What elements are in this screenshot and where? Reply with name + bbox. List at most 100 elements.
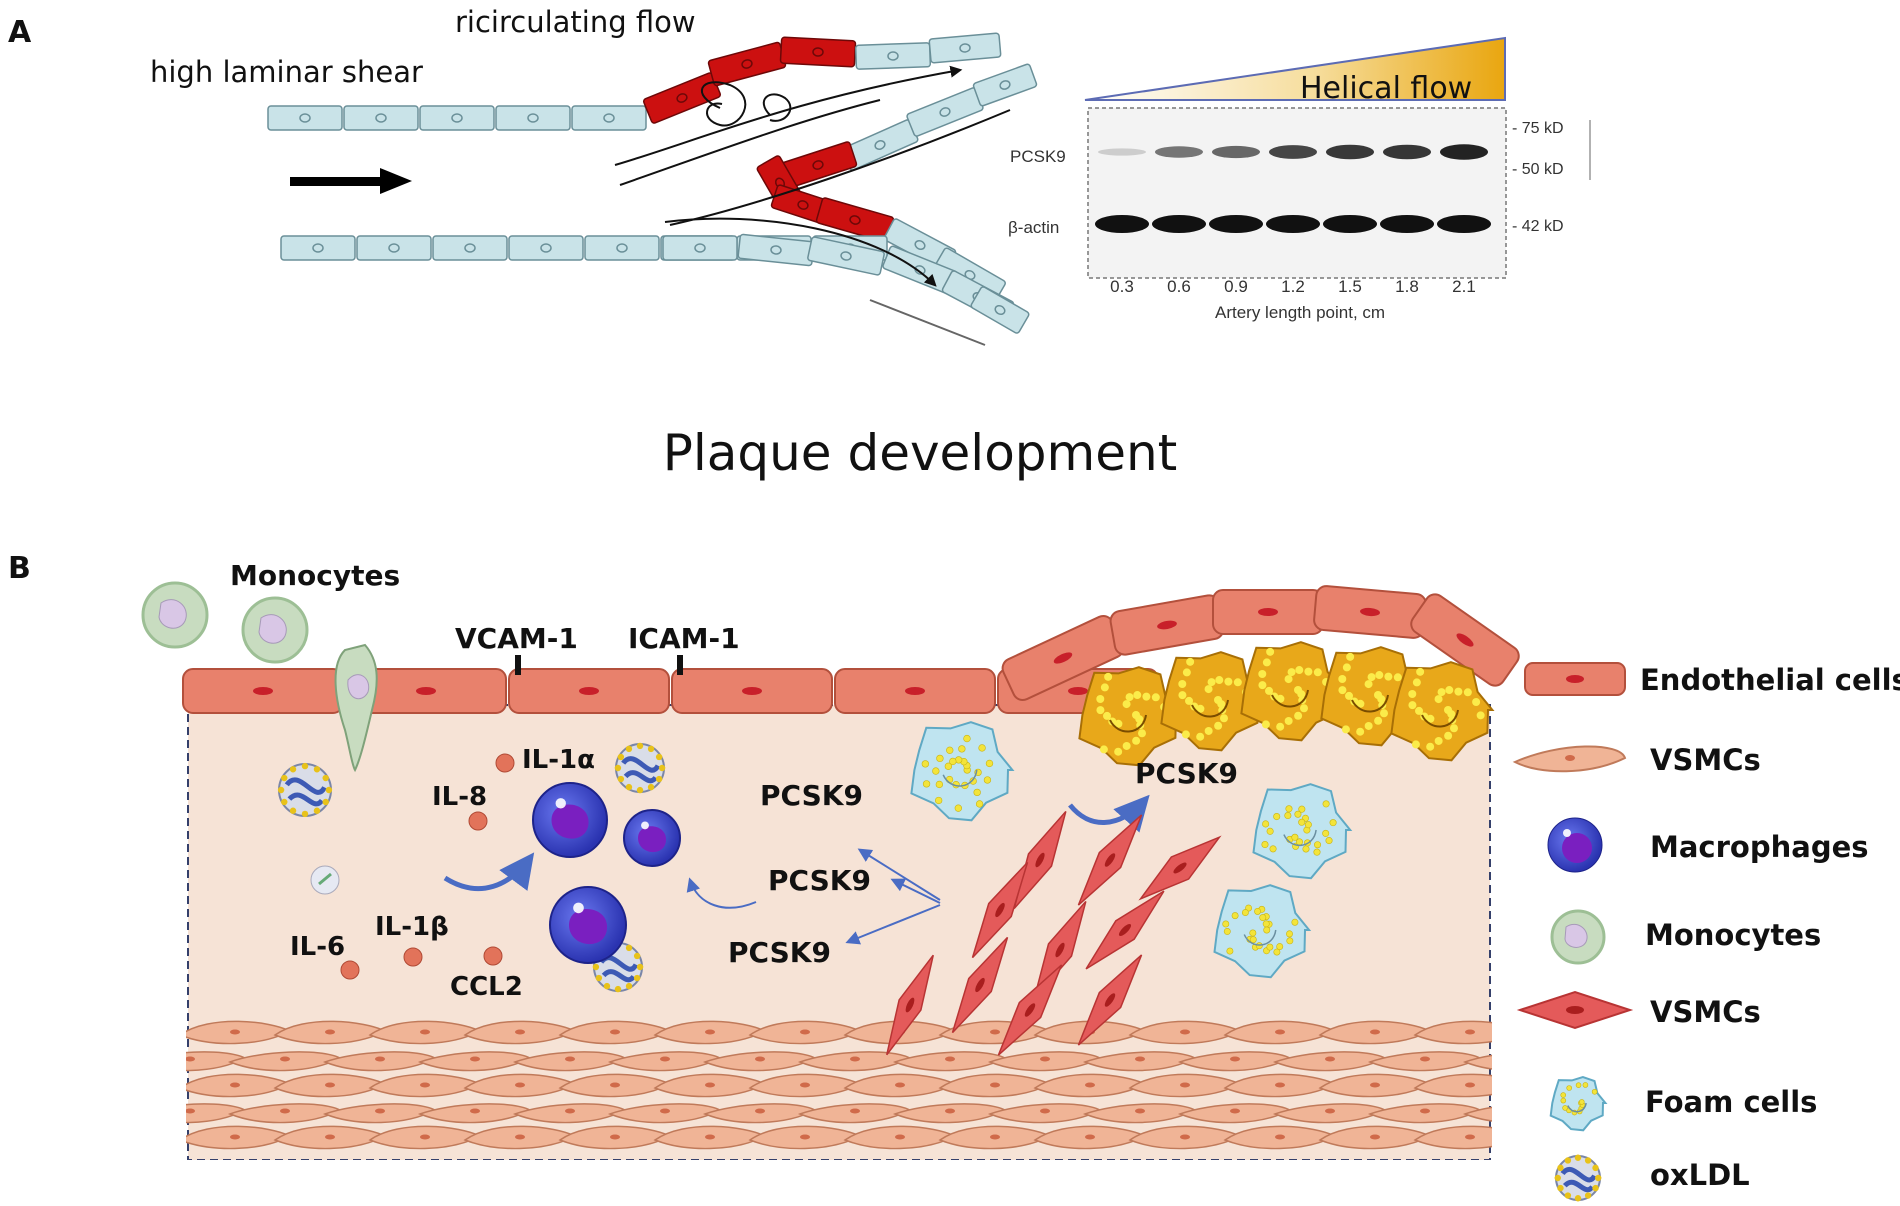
legend-monocytes-label: Monocytes xyxy=(1645,918,1821,952)
transmigrating-monocyte-icon xyxy=(334,643,378,773)
panel-a-letter: A xyxy=(8,15,32,50)
endothelial-cell xyxy=(834,668,996,714)
icam-label: ICAM-1 xyxy=(628,622,740,655)
pcsk9-band xyxy=(1098,148,1146,156)
foam-cell-icon xyxy=(1549,1076,1608,1132)
marker-50: - 50 kD xyxy=(1512,161,1564,178)
flow-cell xyxy=(432,235,508,261)
cytokine-ccl2-dot xyxy=(483,946,503,966)
actin-band xyxy=(1437,215,1491,233)
endothelial-cell xyxy=(508,668,670,714)
il1a-label: IL-1α xyxy=(522,745,595,775)
pcsk9-band xyxy=(1383,144,1431,160)
flow-cell xyxy=(495,105,571,131)
flow-direction-arrow-icon xyxy=(290,168,412,194)
flow-cell xyxy=(343,105,419,131)
foam-arrow xyxy=(1068,794,1150,833)
vessel-cells xyxy=(267,32,1038,334)
plaque-lipid-core xyxy=(1078,641,1495,767)
recirc-cell xyxy=(642,72,722,124)
legend-activated-vsmc-icon xyxy=(1516,990,1634,1030)
flow-cell xyxy=(267,105,343,131)
oxldl-small-icon xyxy=(310,865,340,895)
pcsk9-band xyxy=(1326,144,1374,160)
plaque-foam-cell xyxy=(1390,661,1495,762)
vsmc-layer-cell xyxy=(463,1073,577,1098)
monocyte-icon xyxy=(141,581,209,649)
legend-monocyte-icon xyxy=(1550,909,1606,965)
foam-cell-icon xyxy=(1252,783,1353,880)
monocytes-lumen xyxy=(141,581,378,773)
recirc-cell xyxy=(779,36,857,68)
vsmc-layer-cell xyxy=(368,1020,482,1045)
activated-vsmc xyxy=(971,861,1029,959)
oxldl-icon xyxy=(1554,1154,1602,1202)
pcsk9-band xyxy=(1155,146,1203,158)
il6-label: IL-6 xyxy=(290,932,345,962)
actin-band xyxy=(1152,215,1206,233)
icam-marker xyxy=(677,655,683,675)
recirc-cell xyxy=(707,41,787,87)
lane-label: 1.5 xyxy=(1338,277,1362,296)
legend-macrophage-icon xyxy=(1547,817,1603,873)
cytokine-il1b-dot xyxy=(403,947,423,967)
cytokine-il6-dot xyxy=(340,960,360,980)
pcsk9-band xyxy=(1212,145,1260,159)
vsmc-layer-cell xyxy=(1128,1073,1242,1098)
vcam-label: VCAM-1 xyxy=(455,622,578,655)
actin-band xyxy=(1380,215,1434,233)
panel-b-letter: B xyxy=(8,551,31,586)
actin-band xyxy=(1095,215,1149,233)
activated-vsmc xyxy=(886,954,934,1056)
activated-vsmc xyxy=(1138,835,1222,901)
lane-label: 2.1 xyxy=(1452,277,1476,296)
flow-cell xyxy=(571,105,647,131)
endothelial-cell xyxy=(1410,593,1520,687)
flow-line-mid2 xyxy=(669,109,1011,226)
legend-oxldl-icon xyxy=(1554,1154,1602,1202)
flow-lines xyxy=(614,65,1011,346)
flow-cell xyxy=(508,235,584,261)
vsmc-layer-cell xyxy=(1318,1125,1432,1150)
endothelial-cell xyxy=(1313,585,1427,639)
marker-75: - 75 kD xyxy=(1512,120,1564,137)
lane-label: 1.2 xyxy=(1281,277,1305,296)
endothelial-cell xyxy=(1109,594,1225,656)
pcsk9-arrow-2 xyxy=(890,878,941,904)
lane-label: 1.8 xyxy=(1395,277,1419,296)
blot-x-label: Artery length point, cm xyxy=(1215,303,1385,322)
actin-band xyxy=(1323,215,1377,233)
activated-vsmc xyxy=(997,964,1063,1056)
legend-macrophages-label: Macrophages xyxy=(1650,830,1869,864)
oxldl-icon xyxy=(277,762,333,818)
flow-cell xyxy=(928,32,1002,64)
legend-endothelial-label: Endothelial cells xyxy=(1640,663,1900,697)
flow-cell xyxy=(419,105,495,131)
lane-label: 0.3 xyxy=(1110,277,1134,296)
flow-cell xyxy=(854,42,932,70)
vsmc-layer-cell xyxy=(748,1125,862,1150)
vsmc-layer-cell xyxy=(607,1051,722,1072)
pcsk9-arrow-to-macrophage xyxy=(686,877,757,909)
flow-cell xyxy=(356,235,432,261)
plaque-development-title: Plaque development xyxy=(663,424,1178,482)
vsmc-layer-cell xyxy=(273,1020,387,1045)
flow-cell xyxy=(280,235,356,261)
foam-cells xyxy=(910,721,1353,979)
blot-frame xyxy=(1087,107,1507,279)
macrophage-icon xyxy=(549,886,627,964)
blot-row-pcsk9: PCSK9 xyxy=(1010,147,1066,166)
legend-oxldl-label: oxLDL xyxy=(1650,1158,1750,1192)
helical-flow-gradient xyxy=(1084,36,1506,101)
activated-vsmc xyxy=(1077,814,1143,906)
vortex-icon xyxy=(700,81,747,127)
cytokine-il1a-dot xyxy=(495,753,515,773)
monocytes-label-top: Monocytes xyxy=(230,559,400,592)
legend-foam-icon xyxy=(1549,1076,1608,1132)
legend-vsmc-icon xyxy=(1512,745,1627,773)
vsmc-layer-cell xyxy=(178,1125,292,1150)
vortex-icon-2 xyxy=(762,93,792,122)
actin-band xyxy=(1209,215,1263,233)
pcsk9-label-1: PCSK9 xyxy=(760,779,863,812)
